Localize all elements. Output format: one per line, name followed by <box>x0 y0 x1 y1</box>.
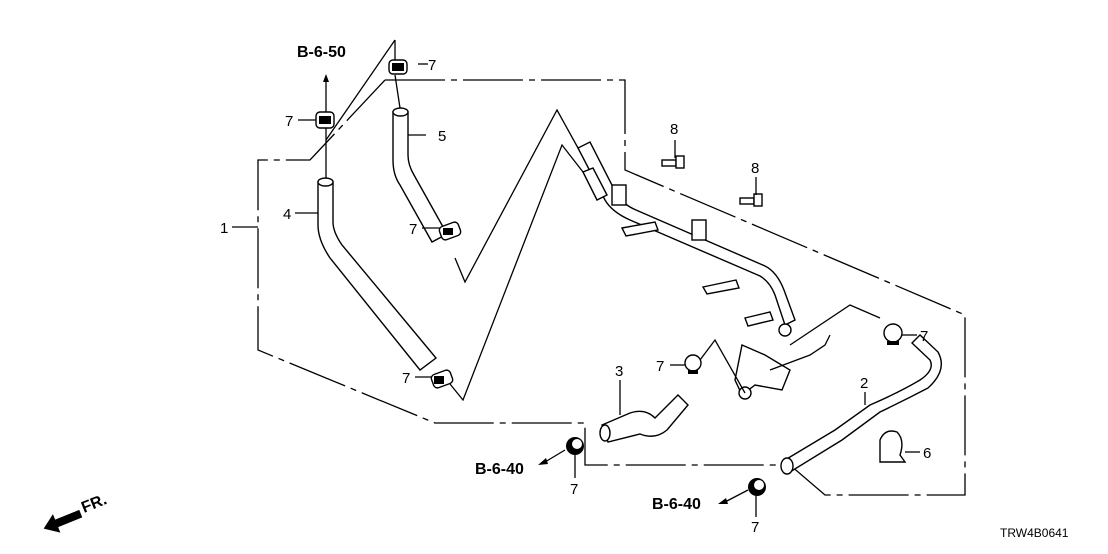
hose-4-end <box>317 177 334 187</box>
hose-4 <box>317 181 438 371</box>
front-indicator-label: FR. <box>79 491 109 516</box>
bracket <box>691 219 707 241</box>
leader-line <box>769 334 831 371</box>
arrowhead <box>538 458 548 465</box>
clip-icon <box>430 369 454 389</box>
clip-icon <box>388 59 408 75</box>
ref-label-b-6-50[interactable]: B-6-50 <box>297 44 346 61</box>
callout-8: 8 <box>670 121 678 138</box>
front-arrow-icon <box>43 509 83 533</box>
hose-2-end <box>780 457 794 475</box>
callout-4: 4 <box>283 206 291 223</box>
mount-tab <box>744 311 774 327</box>
pipe-assembly <box>577 141 796 326</box>
callout-1: 1 <box>220 220 228 237</box>
clip-icon <box>748 478 766 496</box>
callout-7: 7 <box>656 358 664 375</box>
callout-7: 7 <box>920 328 928 345</box>
mount-tab <box>701 279 740 295</box>
callout-6: 6 <box>923 445 931 462</box>
bolt-icon <box>739 193 763 207</box>
ref-label-b-6-40[interactable]: B-6-40 <box>652 496 701 513</box>
pipe-end <box>778 323 792 337</box>
clip-icon <box>566 437 584 455</box>
bracket <box>611 184 627 206</box>
callout-7: 7 <box>409 221 417 238</box>
clamp-6 <box>879 430 907 463</box>
leader-line <box>449 143 584 402</box>
leader-line <box>789 304 881 346</box>
callout-5: 5 <box>438 128 446 145</box>
callout-2: 2 <box>860 375 868 392</box>
callout-7: 7 <box>751 519 759 536</box>
callout-3: 3 <box>615 363 623 380</box>
hose-5-end <box>392 107 409 117</box>
assembly-outline <box>257 79 966 496</box>
callout-7: 7 <box>402 370 410 387</box>
callout-8: 8 <box>751 160 759 177</box>
callout-7: 7 <box>570 481 578 498</box>
leader-line <box>394 74 401 109</box>
clip-icon <box>883 323 903 345</box>
callout-7: 7 <box>428 57 436 74</box>
ref-top-arrowhead <box>323 74 329 82</box>
bracket-assembly <box>734 344 791 397</box>
hose-3-end <box>599 424 611 442</box>
leader-line <box>454 108 579 284</box>
leader-line <box>699 338 746 394</box>
leader-line <box>544 449 566 463</box>
callout-7: 7 <box>285 113 293 130</box>
ref-label-b-6-40[interactable]: B-6-40 <box>475 461 524 478</box>
clip-icon <box>684 354 702 374</box>
clip-icon <box>315 111 335 129</box>
diagram-code: TRW4B0641 <box>1000 526 1069 540</box>
hose-3 <box>601 394 689 443</box>
clip-icon <box>438 221 462 241</box>
hose-2 <box>784 334 942 474</box>
bolt-icon <box>661 155 685 169</box>
leader-line <box>724 489 749 503</box>
leader-line <box>325 39 396 141</box>
arrowhead <box>718 498 728 504</box>
pipe-branch <box>582 167 608 201</box>
mount-tab <box>620 221 659 237</box>
